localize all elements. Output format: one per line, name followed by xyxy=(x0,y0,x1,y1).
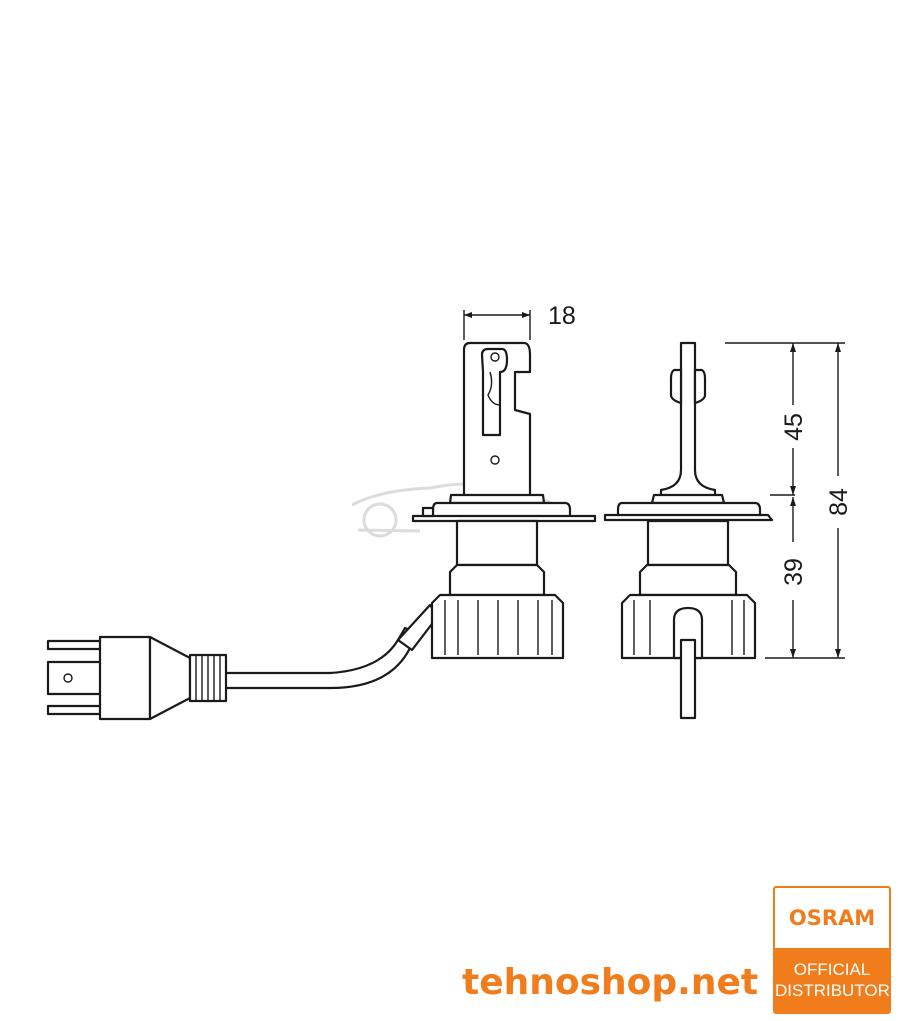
width-dimension-label: 18 xyxy=(548,302,576,330)
bulb-side-view xyxy=(411,341,597,660)
h4-plug-connector xyxy=(46,635,228,721)
osram-distributor-badge: OSRAM OFFICIAL DISTRIBUTOR xyxy=(773,886,891,1014)
cable-left xyxy=(223,603,440,690)
bulb-front-view xyxy=(603,341,774,720)
lower-height-dimension-label: 39 xyxy=(780,558,808,586)
osram-logo: OSRAM xyxy=(788,906,876,930)
upper-height-dimension-label: 45 xyxy=(780,413,808,441)
total-height-dimension-label: 84 xyxy=(825,488,853,516)
distributor-label: OFFICIAL DISTRIBUTOR xyxy=(775,948,889,1012)
badge-line-2: DISTRIBUTOR xyxy=(775,981,890,1000)
shop-logo-text: tehnoshop.net xyxy=(462,962,759,1003)
dimension-lines xyxy=(463,310,845,659)
badge-line-1: OFFICIAL xyxy=(793,960,871,979)
